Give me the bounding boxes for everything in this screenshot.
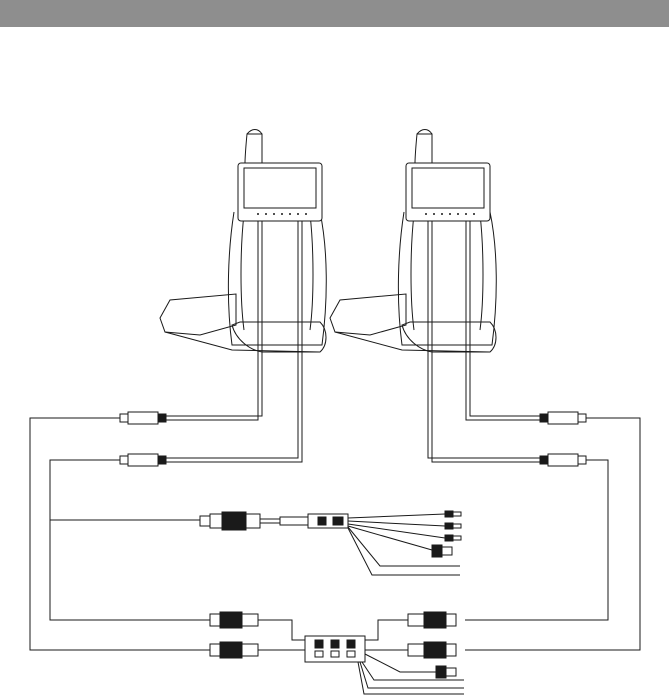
- bottom-left-connector-1: [210, 612, 305, 640]
- bottom-right-connector-1: [365, 612, 456, 640]
- left-inline-connector-2: [120, 454, 166, 466]
- right-inline-connector-2: [540, 454, 586, 466]
- rca-plugs: [432, 511, 461, 557]
- power-leads: [358, 654, 464, 694]
- middle-harness: [200, 511, 461, 575]
- right-headrest-monitor: [406, 163, 490, 221]
- bottom-left-connector-2: [210, 642, 305, 658]
- splitter-box: [305, 636, 365, 662]
- outer-loop-wires: [30, 418, 640, 650]
- monitor-cables: [165, 221, 540, 462]
- left-inline-connector-1: [120, 412, 166, 424]
- bottom-right-connector-2: [365, 642, 456, 658]
- right-inline-connector-1: [540, 412, 586, 424]
- left-headrest-monitor: [238, 163, 322, 221]
